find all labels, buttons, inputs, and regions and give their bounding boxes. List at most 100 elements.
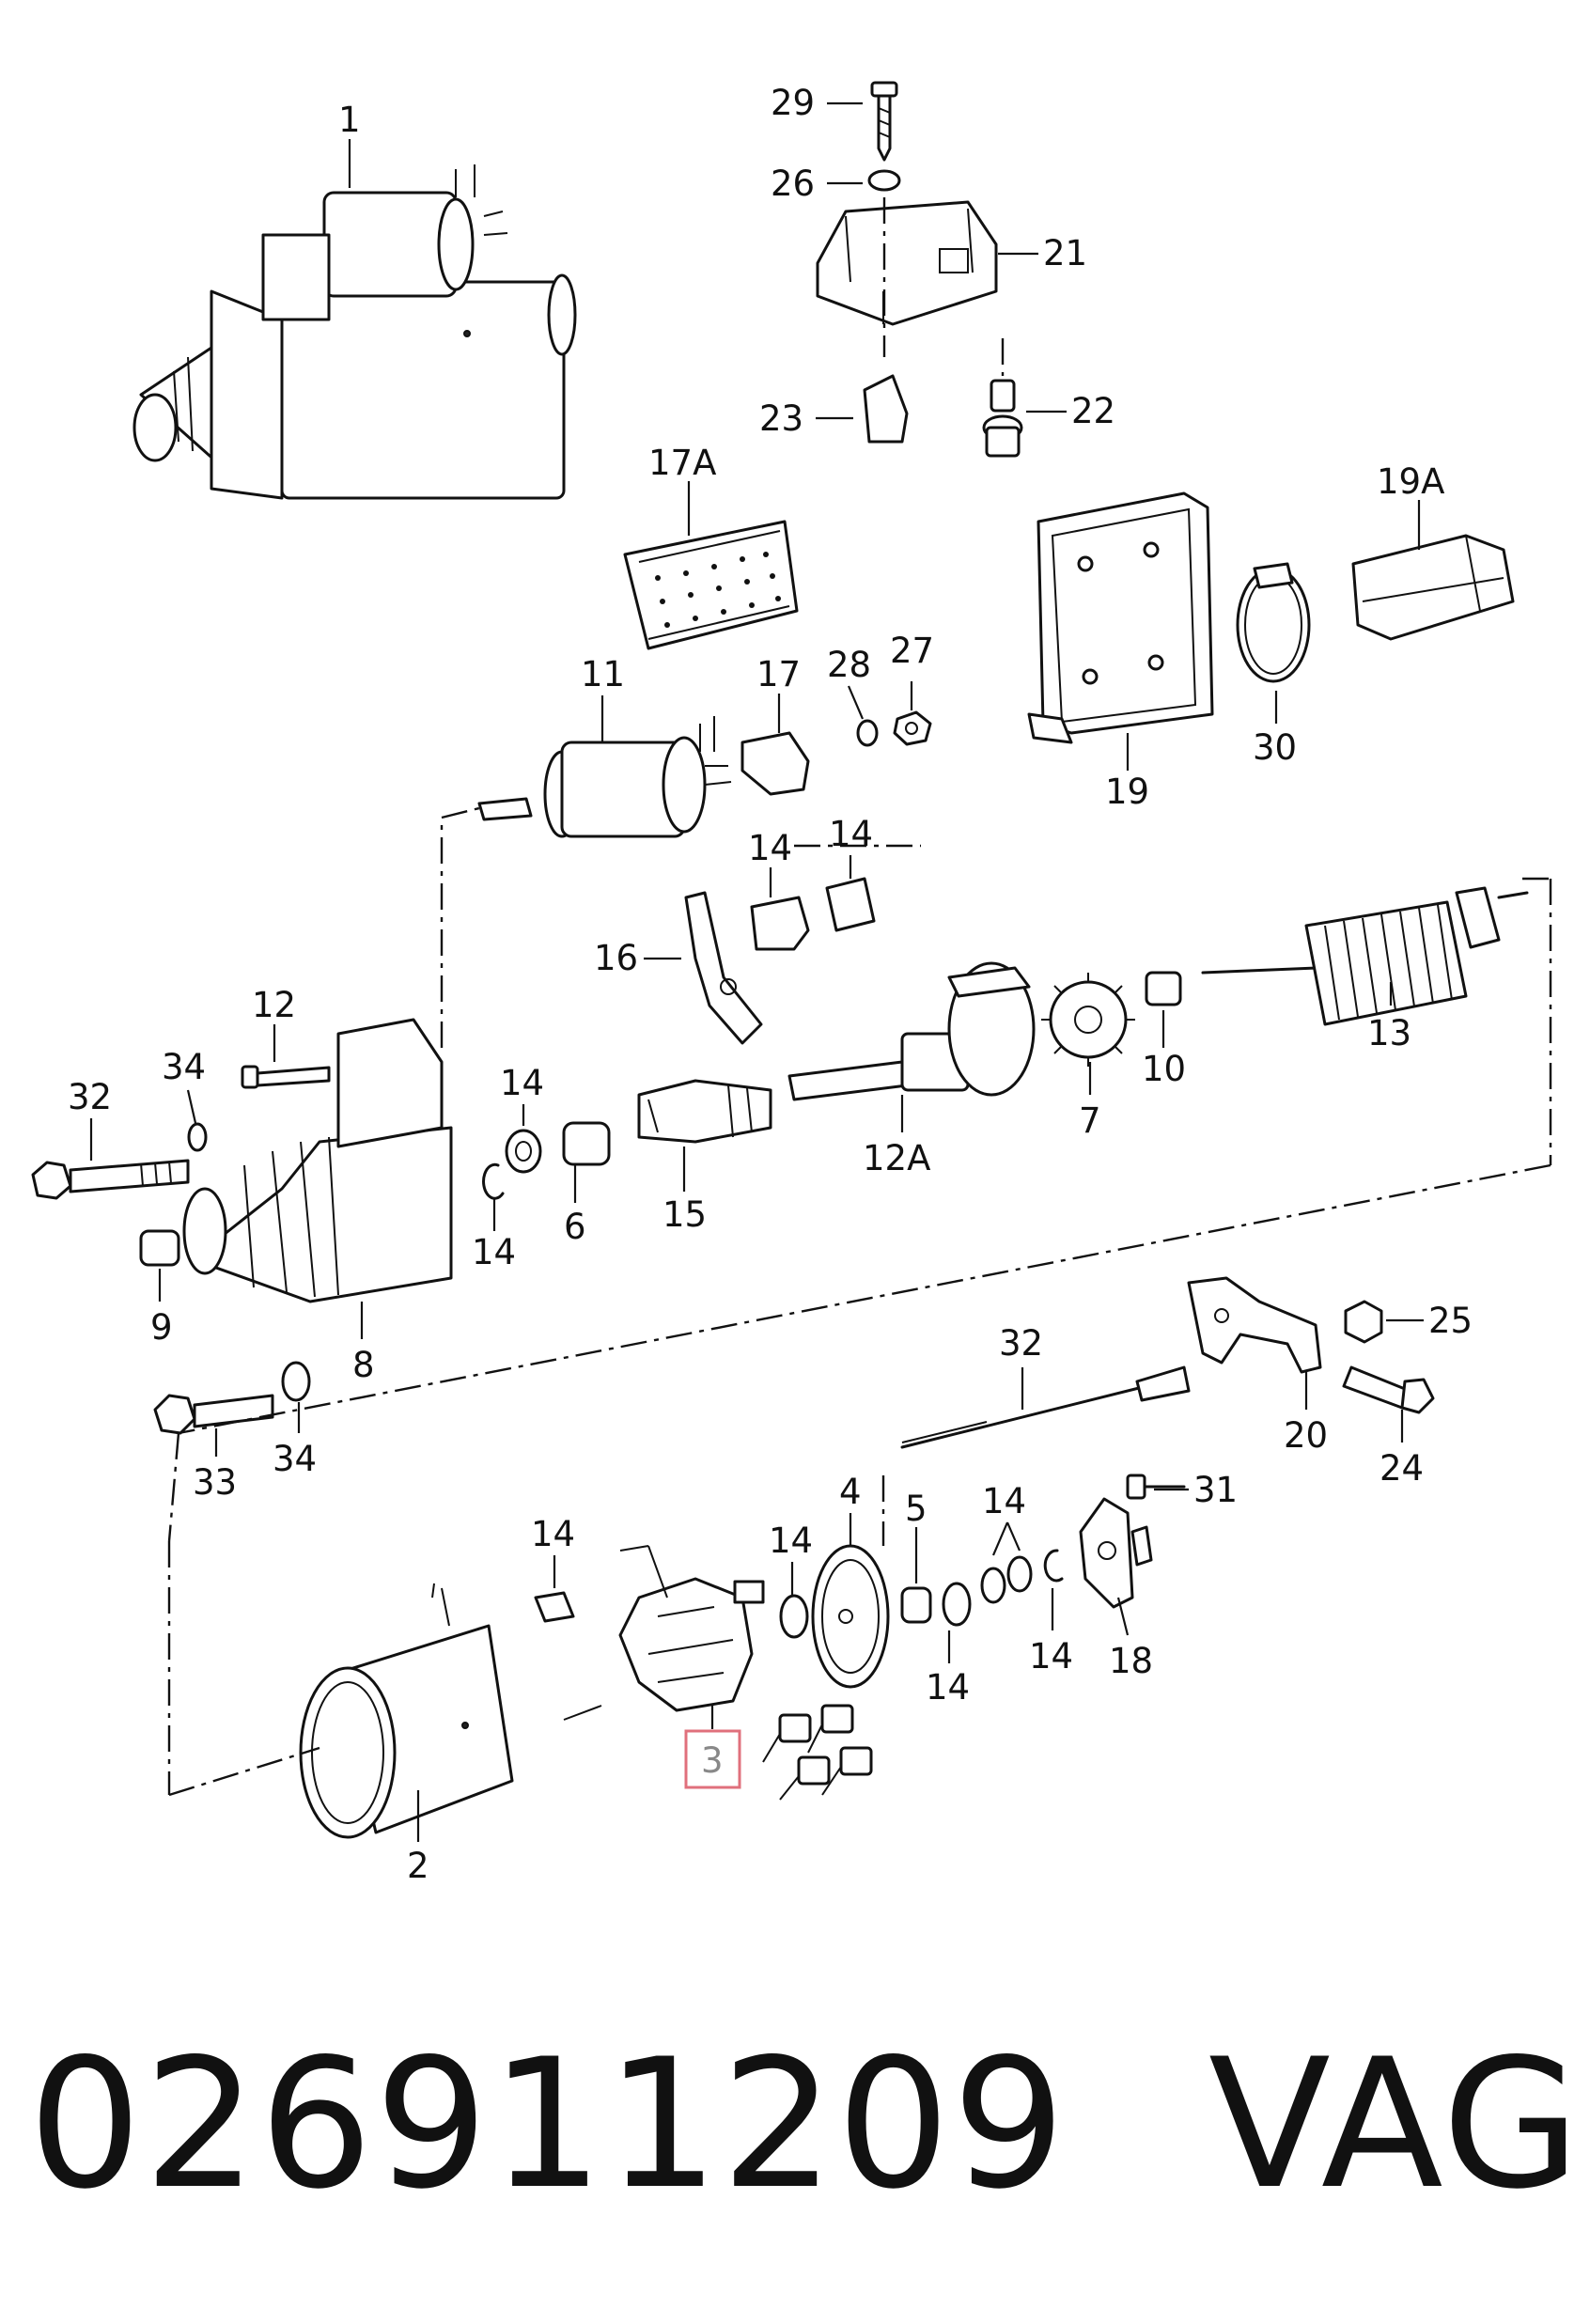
part-5-bushing	[900, 1527, 932, 1624]
callout-28: 28	[827, 645, 871, 685]
callout-14-d: 14	[472, 1232, 516, 1272]
callout-14-b: 14	[829, 814, 873, 854]
callout-15: 15	[662, 1194, 707, 1235]
part-33-bolt	[153, 1394, 274, 1457]
part-9-bushing	[139, 1229, 180, 1302]
part-14-retainer-clip	[1043, 1549, 1064, 1630]
callout-12: 12	[252, 985, 296, 1025]
callout-34-b: 34	[273, 1439, 317, 1479]
part-15-pinion	[637, 1079, 772, 1192]
part-22-terminal-bolt	[982, 338, 1067, 458]
callout-13: 13	[1367, 1013, 1411, 1053]
callout-26: 26	[771, 164, 815, 204]
part-14-stop-ring	[505, 1104, 542, 1174]
part-11-solenoid	[477, 695, 732, 838]
part-12A-drive-shaft	[787, 961, 1036, 1132]
part-26-washer	[827, 169, 901, 192]
assembly-centerlines	[167, 844, 1552, 1797]
part-34-washer-a	[186, 1089, 208, 1152]
callout-14-a: 14	[748, 828, 792, 868]
part-8-drive-end-housing	[182, 806, 480, 1339]
part-4-commutator-end-plate	[811, 1513, 890, 1689]
callout-14-f: 14	[982, 1481, 1026, 1521]
part-1-starter-assembly	[132, 139, 577, 500]
callout-5: 5	[905, 1489, 928, 1529]
part-19-seal-plate	[1027, 491, 1214, 771]
part-3-brushes-set	[762, 1704, 873, 1801]
part-29-screw	[827, 81, 898, 162]
callout-25: 25	[1428, 1301, 1473, 1341]
part-2-stator-housing	[299, 1583, 514, 1842]
callout-19: 19	[1105, 772, 1149, 812]
callout-14-g: 14	[531, 1514, 575, 1554]
callout-2: 2	[407, 1846, 429, 1886]
callout-9: 9	[150, 1307, 173, 1348]
callout-20: 20	[1284, 1415, 1328, 1456]
part-number: 026911209	[28, 2020, 1068, 2228]
part-34-washer-b	[281, 1361, 311, 1433]
part-10-bushing	[1145, 971, 1182, 1048]
part-20-mounting-bracket	[1187, 1276, 1322, 1410]
part-18-end-cap	[1079, 1497, 1153, 1636]
callout-14-e: 14	[769, 1521, 813, 1561]
callout-32-b: 32	[999, 1323, 1043, 1364]
part-14-brush-holder-a	[750, 867, 810, 951]
part-28-spring-washer	[847, 685, 879, 747]
callout-27: 27	[890, 631, 934, 671]
callout-24: 24	[1380, 1448, 1424, 1489]
callout-22: 22	[1071, 391, 1115, 431]
part-32-tie-rod	[900, 1365, 1191, 1449]
part-32-through-bolt	[31, 1118, 190, 1200]
callout-4: 4	[839, 1472, 862, 1512]
part-14-seal-ring	[779, 1562, 809, 1639]
callout-1: 1	[338, 100, 361, 140]
callout-23: 23	[759, 398, 803, 439]
callout-labels: 1 29 26 21 23 22 17A 19A 11 17 28 27 19 …	[68, 83, 1473, 1886]
callout-11: 11	[581, 654, 625, 694]
part-19A-cover-cap	[1351, 500, 1515, 641]
callout-14-i: 14	[1029, 1636, 1073, 1677]
part-17-terminal-bracket	[740, 694, 810, 796]
callout-19A: 19A	[1377, 461, 1444, 502]
footer-caption: 026911209 VAG	[28, 2020, 1582, 2228]
highlight-box-part-3	[684, 1729, 741, 1789]
callout-3: 3	[701, 1740, 724, 1781]
callout-29: 29	[771, 83, 815, 123]
callout-14-c: 14	[500, 1063, 544, 1103]
callout-7: 7	[1079, 1100, 1101, 1141]
part-7-planet-gear	[1041, 973, 1135, 1095]
part-31-screw	[1126, 1474, 1189, 1500]
callout-17: 17	[756, 654, 801, 694]
part-30-clamp-ring	[1236, 562, 1311, 724]
part-23-clip	[816, 374, 909, 444]
callout-32-a: 32	[68, 1077, 112, 1117]
callout-17A: 17A	[648, 443, 716, 483]
callout-18: 18	[1109, 1641, 1153, 1681]
part-14-brush-b	[825, 855, 876, 932]
callout-6: 6	[564, 1207, 586, 1247]
part-24-bolt	[1342, 1365, 1435, 1443]
part-6-stop-collar	[562, 1121, 611, 1203]
brand-name: VAG	[1208, 2020, 1582, 2228]
part-14-spacer-washer	[942, 1582, 972, 1663]
part-17A-insulating-plate	[623, 481, 799, 650]
part-14-lock-ring	[482, 1162, 505, 1231]
part-21-cover	[816, 197, 1038, 357]
part-3-brush-plate	[563, 1545, 765, 1729]
part-14-brush-spring	[534, 1555, 575, 1623]
part-12-bolt	[241, 1024, 331, 1089]
callout-12A: 12A	[863, 1138, 930, 1178]
callout-33: 33	[193, 1462, 237, 1503]
part-13-armature	[1201, 886, 1529, 1026]
callout-34-a: 34	[162, 1047, 206, 1087]
part-16-engagement-fork	[644, 891, 763, 1045]
callout-10: 10	[1142, 1049, 1186, 1089]
callout-16: 16	[594, 938, 638, 978]
callout-21: 21	[1043, 233, 1087, 273]
callout-8: 8	[352, 1345, 375, 1385]
callout-31: 31	[1193, 1470, 1238, 1510]
part-14-shims	[980, 1521, 1033, 1604]
callout-30: 30	[1253, 727, 1297, 768]
part-25-nut	[1344, 1300, 1424, 1344]
